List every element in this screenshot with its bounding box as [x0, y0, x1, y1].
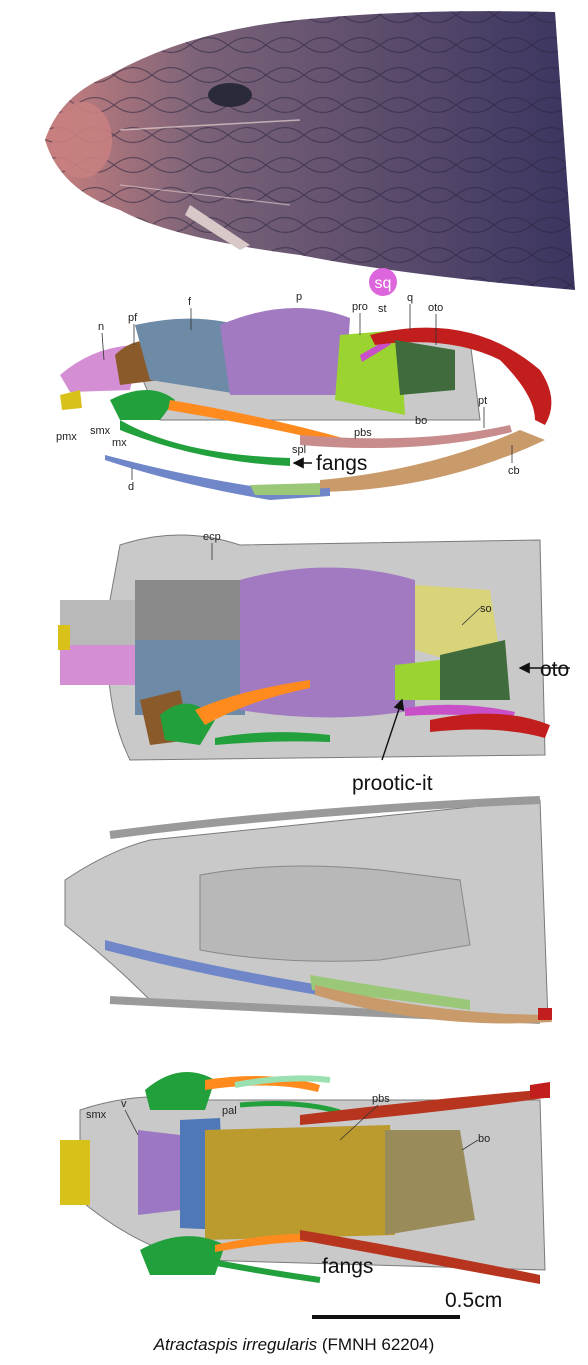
skull-dorsal-view [58, 534, 550, 761]
sq-label: sq [375, 275, 392, 292]
label-pal: pal [222, 1105, 237, 1117]
label-q: q [407, 292, 413, 304]
lateral-labels: sq n pf f p pro st q oto pt bo pbs cb sp… [56, 268, 520, 493]
label-bo-ventral: bo [478, 1133, 490, 1145]
label-fangs-ventral: fangs [322, 1255, 373, 1278]
caption-species: Atractaspis irregularis [153, 1335, 318, 1354]
figure-caption: Atractaspis irregularis (FMNH 62204) [153, 1335, 435, 1354]
snake-head-photo [45, 11, 575, 290]
sq-badge [369, 268, 397, 296]
label-ecp: ecp [203, 531, 221, 543]
label-p: p [296, 291, 302, 303]
label-pt: pt [478, 395, 487, 407]
label-prootic: prootic-it [352, 772, 433, 795]
label-cb: cb [508, 465, 520, 477]
label-spl: spl [292, 444, 306, 456]
label-fangs-lateral: fangs [316, 452, 367, 475]
label-oto-dorsal-text: oto [540, 658, 569, 681]
label-smx-ventral: smx [86, 1109, 107, 1121]
ventral-colored-labels: smx v pal pbs bo fangs [86, 1093, 490, 1278]
label-mx: mx [112, 437, 127, 449]
label-d: d [128, 481, 134, 493]
label-n: n [98, 321, 104, 333]
label-so: so [480, 603, 492, 615]
label-f: f [188, 296, 192, 308]
label-smx: smx [90, 425, 111, 437]
label-bo: bo [415, 415, 427, 427]
scale-bar: 0.5cm [312, 1289, 502, 1319]
label-pro: pro [352, 301, 368, 313]
caption-specimen: (FMNH 62204) [322, 1335, 434, 1354]
label-v: v [121, 1098, 127, 1110]
dorsal-labels: ecp so oto oto prootic-it [203, 531, 570, 795]
skull-ventral-grey-view [64, 796, 552, 1024]
scale-bar-label: 0.5cm [445, 1289, 502, 1312]
skull-lateral-view [60, 308, 552, 500]
label-oto: oto [428, 302, 443, 314]
label-st: st [378, 303, 387, 315]
skull-ventral-colored-view [60, 1072, 550, 1284]
label-pmx: pmx [56, 431, 77, 443]
label-pf: pf [128, 312, 138, 324]
label-pbs-ventral: pbs [372, 1093, 390, 1105]
label-pbs: pbs [354, 427, 372, 439]
